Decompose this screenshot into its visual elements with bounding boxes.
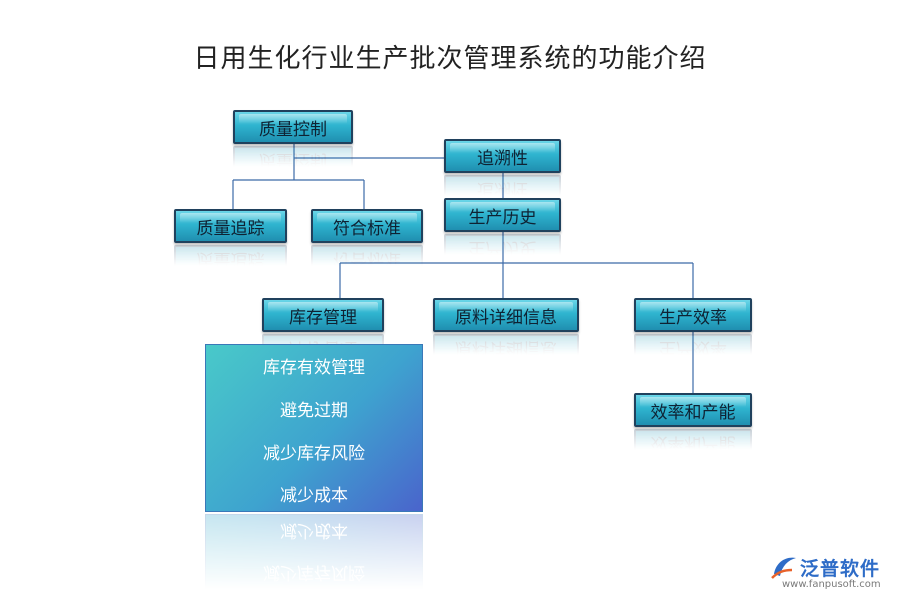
page-title: 日用生化行业生产批次管理系统的功能介绍 <box>193 44 707 74</box>
node-production-history: 生产历史 <box>444 198 561 232</box>
brand-name: 泛普软件 <box>800 558 881 580</box>
node-compliance: 符合标准 <box>311 209 423 243</box>
panel-item: 避免过期 <box>280 401 348 421</box>
node-inventory-management-label: 库存管理 <box>289 307 357 328</box>
inventory-benefits-panel: 库存有效管理 避免过期 减少库存风险 减少成本 <box>205 344 423 512</box>
node-inventory-management: 库存管理 <box>262 298 384 332</box>
panel-item: 减少库存风险 <box>263 444 365 464</box>
panel-item: 减少成本 <box>280 486 348 506</box>
node-quality-control-label: 质量控制 <box>259 119 327 140</box>
node-quality-control: 质量控制 <box>233 110 353 144</box>
node-compliance-label: 符合标准 <box>333 218 401 239</box>
node-production-efficiency: 生产效率 <box>634 298 752 332</box>
brand-mark-icon <box>771 557 796 579</box>
node-traceability-label: 追溯性 <box>477 148 528 169</box>
node-production-efficiency-label: 生产效率 <box>659 307 727 328</box>
node-production-history-label: 生产历史 <box>468 207 537 228</box>
node-quality-tracking-label: 质量追踪 <box>196 218 265 239</box>
node-traceability: 追溯性 <box>444 139 561 173</box>
brand-url: www.fanpusoft.com <box>782 579 881 590</box>
node-efficiency-and-output: 效率和产能 <box>634 393 752 427</box>
node-quality-tracking: 质量追踪 <box>174 209 287 243</box>
brand-logo: 泛普软件 www.fanpusoft.com <box>770 552 895 596</box>
panel-item: 库存有效管理 <box>263 358 365 378</box>
node-raw-material-details-label: 原料详细信息 <box>455 307 557 328</box>
node-efficiency-and-output-label: 效率和产能 <box>650 402 736 423</box>
node-raw-material-details: 原料详细信息 <box>433 298 579 332</box>
